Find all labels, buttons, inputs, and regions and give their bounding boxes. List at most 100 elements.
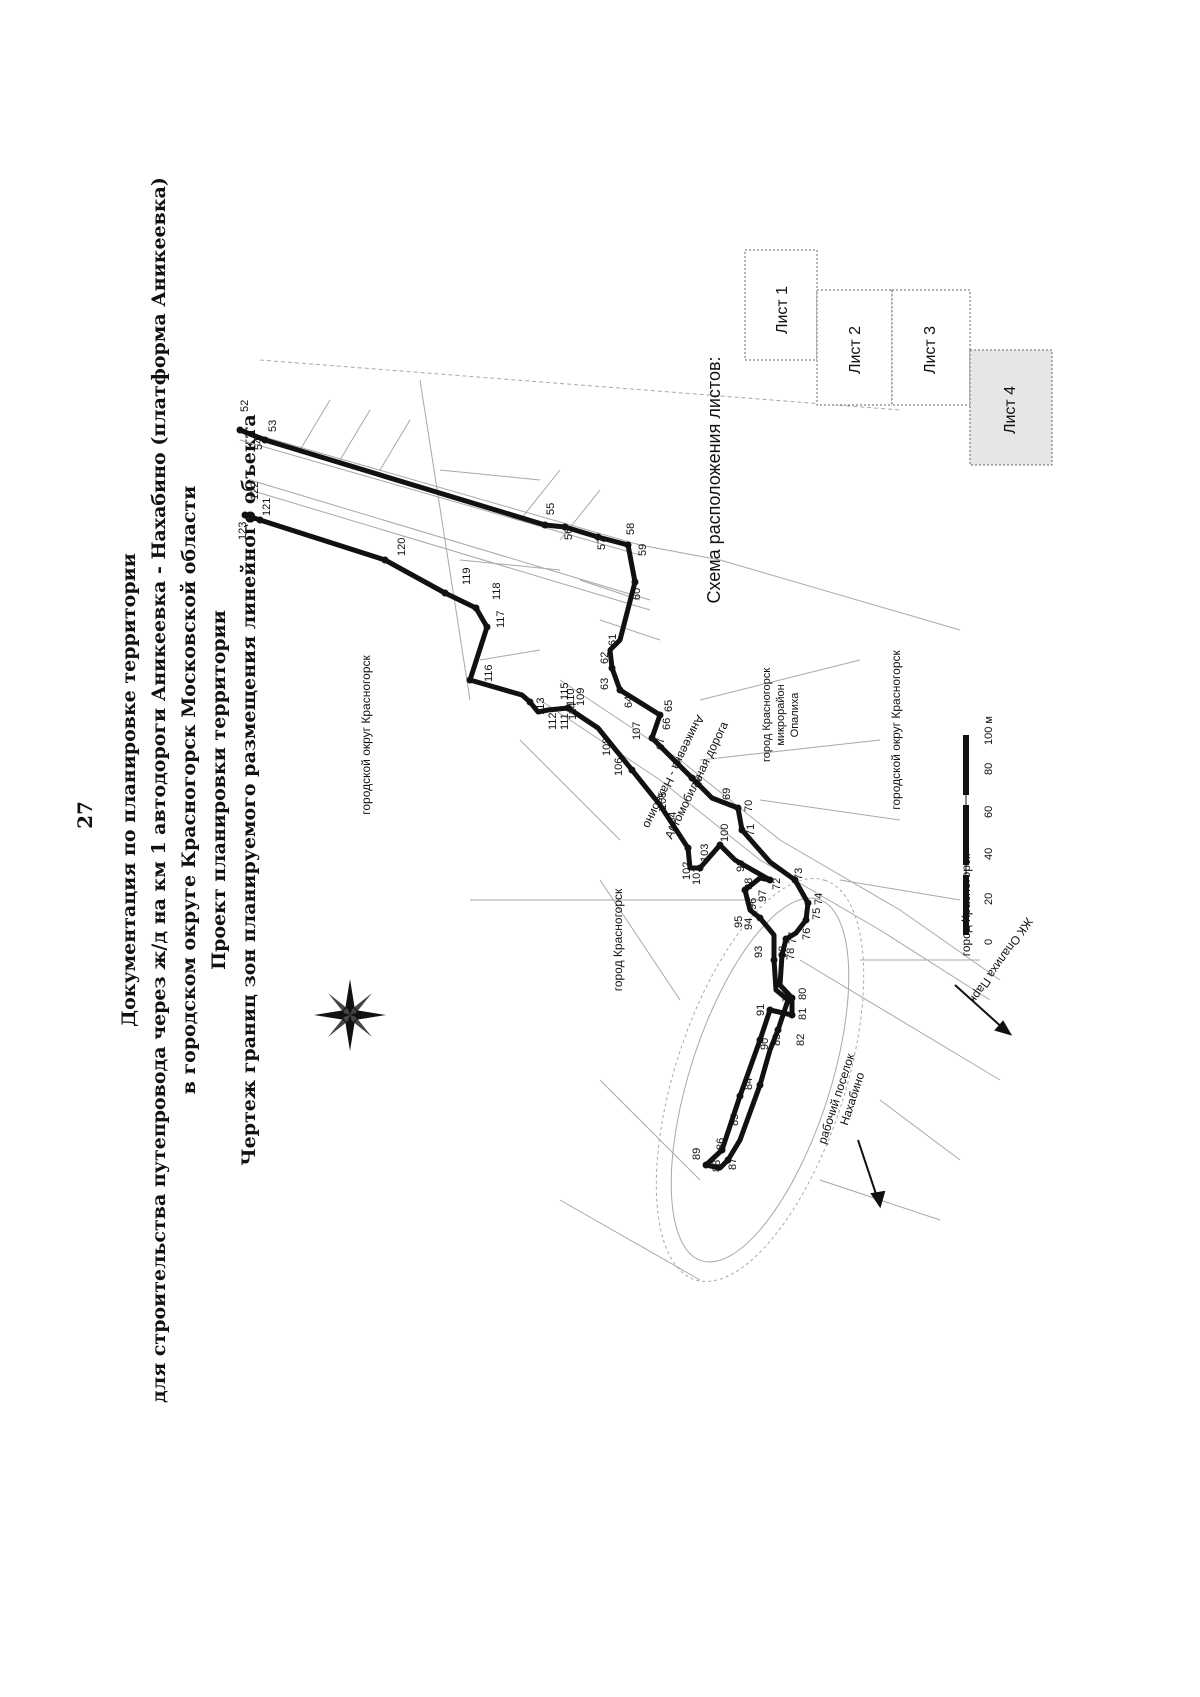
point-label: 91 xyxy=(755,1004,767,1016)
point-label: 109 xyxy=(575,688,587,706)
title-block: Документация по планировке территории дл… xyxy=(118,177,260,1403)
title-line-4: Проект планировки территории xyxy=(208,610,230,970)
label-city-left: город Красногорск xyxy=(611,888,625,991)
point-label: 85 xyxy=(729,1114,741,1126)
point-label: 64 xyxy=(623,696,635,708)
boundary-point xyxy=(724,1156,732,1164)
boundary-point xyxy=(541,521,549,529)
point-label: 87 xyxy=(727,1158,739,1170)
point-label: 106 xyxy=(613,758,625,776)
boundary-point xyxy=(483,623,491,631)
boundary-point xyxy=(788,1011,796,1019)
point-label: 63 xyxy=(599,678,611,690)
label-district-top: городской округ Красногорск xyxy=(359,655,373,815)
boundary-point xyxy=(756,914,764,922)
boundary-point xyxy=(561,523,569,531)
point-label: 102 xyxy=(681,862,693,880)
base-map xyxy=(239,359,1001,1282)
boundary-point xyxy=(778,951,786,959)
point-label: 78 xyxy=(785,948,797,960)
point-label: 113 xyxy=(535,697,547,715)
point-label: 54 xyxy=(253,438,265,450)
boundary-point xyxy=(241,511,249,519)
boundary-point xyxy=(756,1036,764,1044)
point-label: 118 xyxy=(491,582,503,600)
sheet-scheme-title: Схема расположения листов: xyxy=(704,356,724,603)
page-number: 27 xyxy=(73,801,97,829)
point-label: 59 xyxy=(637,544,649,556)
boundary-point xyxy=(782,935,790,943)
point-label: 77 xyxy=(787,932,799,944)
boundary-point xyxy=(756,1081,764,1089)
scale-tick: 60 xyxy=(983,806,995,818)
point-label: 53 xyxy=(267,420,279,432)
point-label: 95 xyxy=(733,916,745,928)
direction-arrow-icon xyxy=(857,984,1013,1209)
point-label: 121 xyxy=(261,498,273,516)
point-label: 101 xyxy=(691,867,703,885)
boundary-point xyxy=(656,711,664,719)
title-line-5: Чертеж границ зон планируемого размещени… xyxy=(238,414,260,1165)
point-label: 116 xyxy=(483,664,495,682)
boundary-point xyxy=(684,844,692,852)
boundary-point xyxy=(594,533,602,541)
point-label: 94 xyxy=(743,918,755,930)
boundary-point xyxy=(624,541,632,549)
boundary-point xyxy=(741,886,749,894)
point-label: 96 xyxy=(747,898,759,910)
boundary-point xyxy=(472,604,480,612)
boundary-point xyxy=(766,876,774,884)
point-label: 52 xyxy=(239,400,251,412)
point-label: 104 xyxy=(667,812,679,830)
point-label: 80 xyxy=(797,988,809,1000)
point-label: 86 xyxy=(715,1138,727,1150)
point-labels: 52 53 54 55 56 57 58 59 60 61 62 63 64 6… xyxy=(237,400,825,1172)
point-label: 56 xyxy=(563,528,575,540)
point-label: 99 xyxy=(735,860,747,872)
point-label: 100 xyxy=(719,824,731,842)
point-label: 81 xyxy=(797,1008,809,1020)
sheet-2-box xyxy=(816,289,893,406)
sheet-4-label: Лист 4 xyxy=(1002,386,1019,434)
scale-tick: 20 xyxy=(983,893,995,905)
point-label: 68 xyxy=(693,776,705,788)
sheet-4-box xyxy=(969,349,1053,466)
point-label: 110 xyxy=(565,688,577,706)
boundary-point xyxy=(648,734,656,742)
label-district-right: городской округ Красногорск xyxy=(889,650,903,810)
boundary-point xyxy=(526,698,534,706)
point-label: 105 xyxy=(657,792,669,810)
boundary-point xyxy=(261,436,269,444)
point-label: 66 xyxy=(661,718,673,730)
boundary-point xyxy=(466,676,474,684)
point-label: 120 xyxy=(396,538,408,556)
scale-bar: 0 20 40 60 80 100 м xyxy=(963,716,995,945)
boundary-point xyxy=(608,664,616,672)
sheet-3-box xyxy=(891,289,971,406)
point-label: 88 xyxy=(711,1160,723,1172)
boundary-point xyxy=(696,864,704,872)
sheet-2-label: Лист 2 xyxy=(847,326,864,374)
boundary-point xyxy=(628,766,636,774)
point-label: 61 xyxy=(607,634,619,646)
boundary-point xyxy=(736,1092,744,1100)
point-label: 123 xyxy=(237,522,249,540)
point-label: 72 xyxy=(771,878,783,890)
label-microdistrict-2: микрорайон xyxy=(775,684,787,745)
scale-tick: 80 xyxy=(983,763,995,775)
point-label: 73 xyxy=(793,868,805,880)
boundary-point xyxy=(564,704,572,712)
boundary-point xyxy=(688,774,696,782)
boundary-point xyxy=(791,876,799,884)
point-label: 67 xyxy=(655,738,667,750)
sheet-scheme: Схема расположения листов: Лист 1 Лист 2… xyxy=(704,249,1053,604)
point-label: 117 xyxy=(495,610,507,628)
boundary-point xyxy=(734,804,742,812)
point-label: 74 xyxy=(813,893,825,905)
point-label: 69 xyxy=(721,788,733,800)
place-labels: городской округ Красногорск город Красно… xyxy=(359,650,1036,1146)
point-label: 65 xyxy=(663,700,675,712)
point-label: 107 xyxy=(631,722,643,740)
boundary-point xyxy=(774,1026,782,1034)
